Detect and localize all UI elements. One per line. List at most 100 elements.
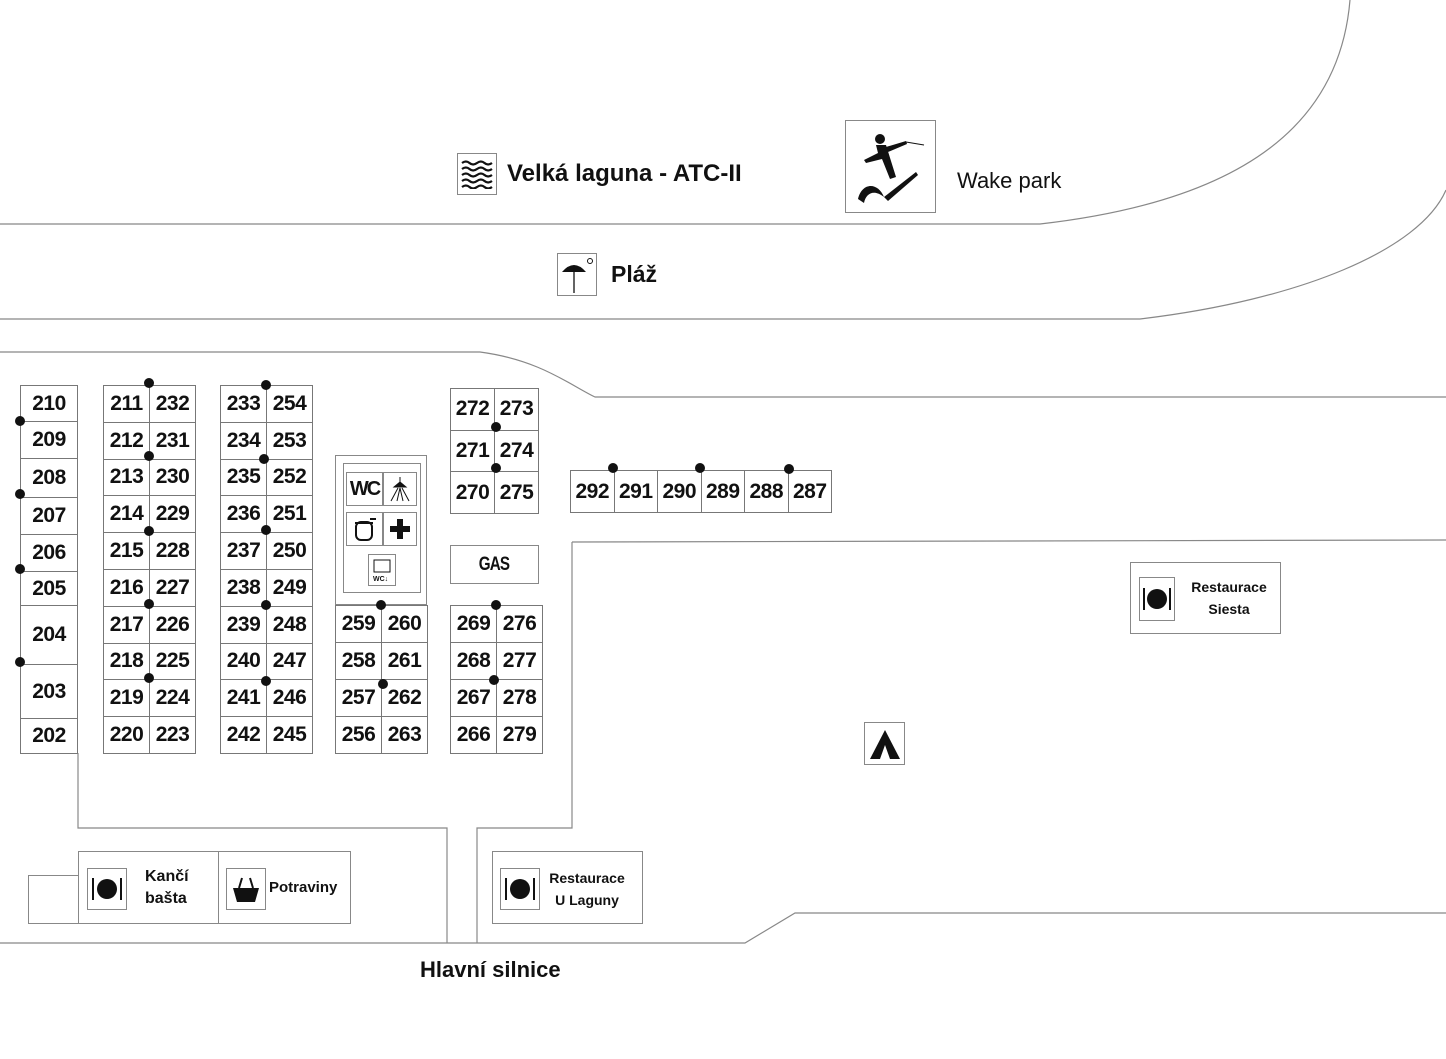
plot-249[interactable]: 249 (266, 569, 313, 607)
plot-219[interactable]: 219 (103, 679, 150, 718)
plot-229[interactable]: 229 (149, 495, 196, 534)
plot-287[interactable]: 287 (787, 470, 832, 513)
u-laguny-line2: U Laguny (555, 892, 619, 908)
plot-213[interactable]: 213 (103, 458, 150, 497)
plot-226[interactable]: 226 (149, 605, 196, 644)
plot-227[interactable]: 227 (149, 569, 196, 607)
electric-hookup-dot (261, 380, 271, 390)
plot-290[interactable]: 290 (657, 470, 702, 513)
plot-257[interactable]: 257 (335, 679, 382, 717)
plot-268[interactable]: 268 (450, 642, 497, 680)
plot-220[interactable]: 220 (103, 716, 150, 754)
plot-238[interactable]: 238 (220, 569, 267, 607)
plot-248[interactable]: 248 (266, 605, 313, 644)
plot-207[interactable]: 207 (20, 497, 78, 535)
plot-258[interactable]: 258 (335, 642, 382, 680)
plot-266[interactable]: 266 (450, 716, 497, 754)
plot-267[interactable]: 267 (450, 679, 497, 717)
plot-209[interactable]: 209 (20, 421, 78, 459)
beach-label: Pláž (611, 261, 658, 287)
plot-232[interactable]: 232 (149, 385, 196, 423)
plot-254[interactable]: 254 (266, 385, 313, 423)
kanci-basta-line1: Kančí (145, 868, 189, 885)
plot-273[interactable]: 273 (494, 388, 539, 431)
plot-259[interactable]: 259 (335, 605, 382, 643)
plot-236[interactable]: 236 (220, 495, 267, 534)
plot-272[interactable]: 272 (450, 388, 495, 431)
plot-212[interactable]: 212 (103, 421, 150, 460)
shower-icon (383, 472, 417, 506)
plot-276[interactable]: 276 (496, 605, 543, 643)
plot-288[interactable]: 288 (744, 470, 789, 513)
chemical-wc-disposal-icon: WC↓ (368, 554, 396, 586)
plot-241[interactable]: 241 (220, 679, 267, 718)
plot-210[interactable]: 210 (20, 385, 78, 422)
electric-hookup-dot (15, 416, 25, 426)
plot-256[interactable]: 256 (335, 716, 382, 754)
plot-216[interactable]: 216 (103, 569, 150, 607)
plot-247[interactable]: 247 (266, 642, 313, 681)
plot-230[interactable]: 230 (149, 458, 196, 497)
wc-icon: WC (346, 472, 383, 506)
plot-271[interactable]: 271 (450, 429, 495, 473)
plot-252[interactable]: 252 (266, 458, 313, 497)
plot-246[interactable]: 246 (266, 679, 313, 718)
plot-224[interactable]: 224 (149, 679, 196, 718)
plot-275[interactable]: 275 (494, 471, 539, 514)
plot-228[interactable]: 228 (149, 532, 196, 570)
electric-hookup-dot (144, 526, 154, 536)
beach-umbrella-icon (557, 253, 597, 296)
plot-235[interactable]: 235 (220, 458, 267, 497)
electric-hookup-dot (261, 676, 271, 686)
plot-279[interactable]: 279 (496, 716, 543, 754)
electric-hookup-dot (144, 378, 154, 388)
electric-hookup-dot (144, 673, 154, 683)
electric-hookup-dot (261, 600, 271, 610)
plot-223[interactable]: 223 (149, 716, 196, 754)
plot-225[interactable]: 225 (149, 642, 196, 681)
plot-214[interactable]: 214 (103, 495, 150, 534)
plot-250[interactable]: 250 (266, 532, 313, 570)
plot-203[interactable]: 203 (20, 664, 78, 719)
plot-251[interactable]: 251 (266, 495, 313, 534)
plot-218[interactable]: 218 (103, 642, 150, 681)
electric-hookup-dot (261, 525, 271, 535)
plot-237[interactable]: 237 (220, 532, 267, 570)
plot-262[interactable]: 262 (381, 679, 428, 717)
plot-204[interactable]: 204 (20, 605, 78, 665)
plot-278[interactable]: 278 (496, 679, 543, 717)
plot-215[interactable]: 215 (103, 532, 150, 570)
electric-hookup-dot (784, 464, 794, 474)
plot-211[interactable]: 211 (103, 385, 150, 423)
plot-253[interactable]: 253 (266, 421, 313, 460)
kanci-basta-line2: bašta (145, 890, 187, 907)
grocery-potraviny: Potraviny (218, 851, 351, 924)
electric-hookup-dot (491, 422, 501, 432)
plot-233[interactable]: 233 (220, 385, 267, 423)
plot-289[interactable]: 289 (700, 470, 745, 513)
plot-208[interactable]: 208 (20, 458, 78, 498)
electric-hookup-dot (608, 463, 618, 473)
plot-239[interactable]: 239 (220, 605, 267, 644)
plot-202[interactable]: 202 (20, 718, 78, 754)
siesta-line2: Siesta (1208, 601, 1250, 617)
plot-277[interactable]: 277 (496, 642, 543, 680)
electric-hookup-dot (491, 600, 501, 610)
plot-270[interactable]: 270 (450, 471, 495, 514)
plot-240[interactable]: 240 (220, 642, 267, 681)
plot-292[interactable]: 292 (570, 470, 615, 513)
plot-260[interactable]: 260 (381, 605, 428, 643)
plot-269[interactable]: 269 (450, 605, 497, 643)
plot-206[interactable]: 206 (20, 534, 78, 572)
plot-242[interactable]: 242 (220, 716, 267, 754)
plot-263[interactable]: 263 (381, 716, 428, 754)
potraviny-label: Potraviny (269, 879, 338, 896)
plot-234[interactable]: 234 (220, 421, 267, 460)
plot-217[interactable]: 217 (103, 605, 150, 644)
electric-hookup-dot (15, 489, 25, 499)
plot-261[interactable]: 261 (381, 642, 428, 680)
plot-291[interactable]: 291 (613, 470, 658, 513)
plot-205[interactable]: 205 (20, 571, 78, 606)
plot-245[interactable]: 245 (266, 716, 313, 754)
plot-231[interactable]: 231 (149, 421, 196, 460)
